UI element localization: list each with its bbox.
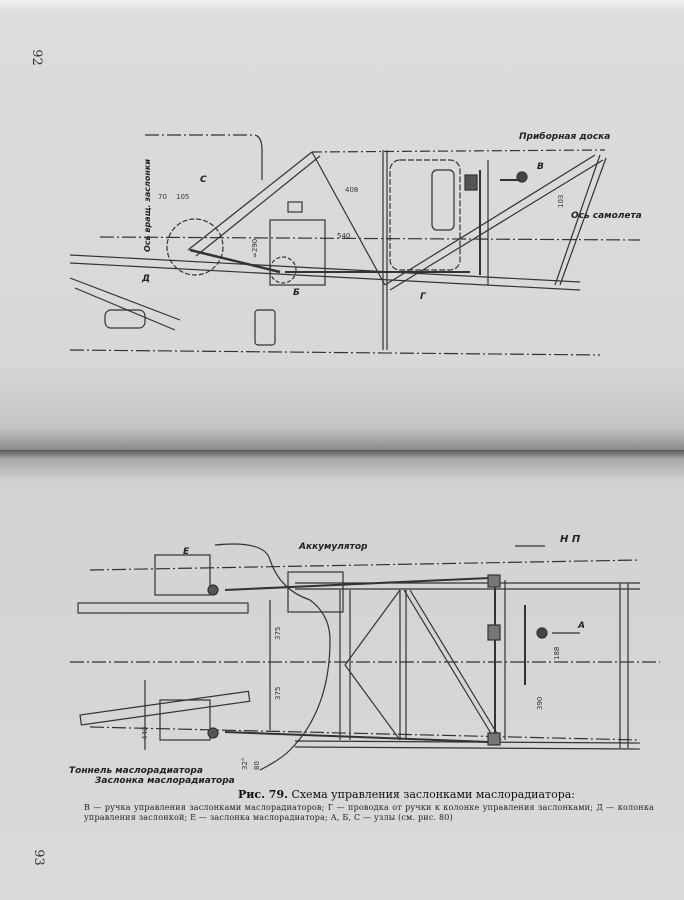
dim-103: 103 [557, 194, 565, 208]
bottom-diagram [70, 543, 660, 771]
page-92 [0, 0, 684, 450]
label-E: Е [183, 547, 190, 557]
label-D: Д [142, 274, 151, 284]
dim-290: ≈290 [251, 238, 259, 258]
dim-375-top: 375 [274, 626, 282, 640]
page-93 [0, 450, 684, 900]
label-V: В [537, 162, 544, 172]
label-dashboard: Приборная доска [519, 132, 611, 142]
label-flap: Заслонка маслорадиатора [95, 776, 235, 786]
label-B: Б [293, 288, 300, 298]
label-aircraft-axis: Ось самолета [571, 211, 642, 221]
label-C: С [200, 175, 207, 185]
label-flap-axis: Ось вращ. заслонки [143, 159, 152, 252]
frame-tubes [69, 134, 641, 356]
figure-caption-text: В — ручка управления заслонками маслорад… [84, 803, 654, 822]
frame-tubes [70, 543, 660, 771]
figure-caption-title: Рис. 79. Схема управления заслонками мас… [238, 788, 575, 801]
dim-390: 390 [536, 696, 544, 710]
dim-105: 105 [176, 193, 190, 201]
label-flight-direction: Н П [560, 534, 581, 545]
label-A: А [578, 621, 585, 631]
dim-540: 540 [337, 232, 351, 240]
label-G: Г [420, 292, 426, 302]
dim-80: 80 [253, 761, 261, 770]
figure-number: Рис. 79. [238, 788, 288, 801]
dim-408: 408 [345, 186, 359, 194]
top-diagram [69, 134, 641, 356]
dim-70: 70 [158, 193, 167, 201]
label-battery: Аккумулятор [299, 542, 368, 552]
dim-440: 440 [141, 726, 149, 740]
dim-375-bottom: 375 [274, 686, 282, 700]
label-tunnel: Тоннель маслорадиатора [69, 766, 203, 776]
dim-32deg: 32° [241, 757, 249, 770]
dim-188: 188 [553, 646, 561, 660]
figure-title: Схема управления заслонками маслорадиато… [291, 788, 576, 801]
